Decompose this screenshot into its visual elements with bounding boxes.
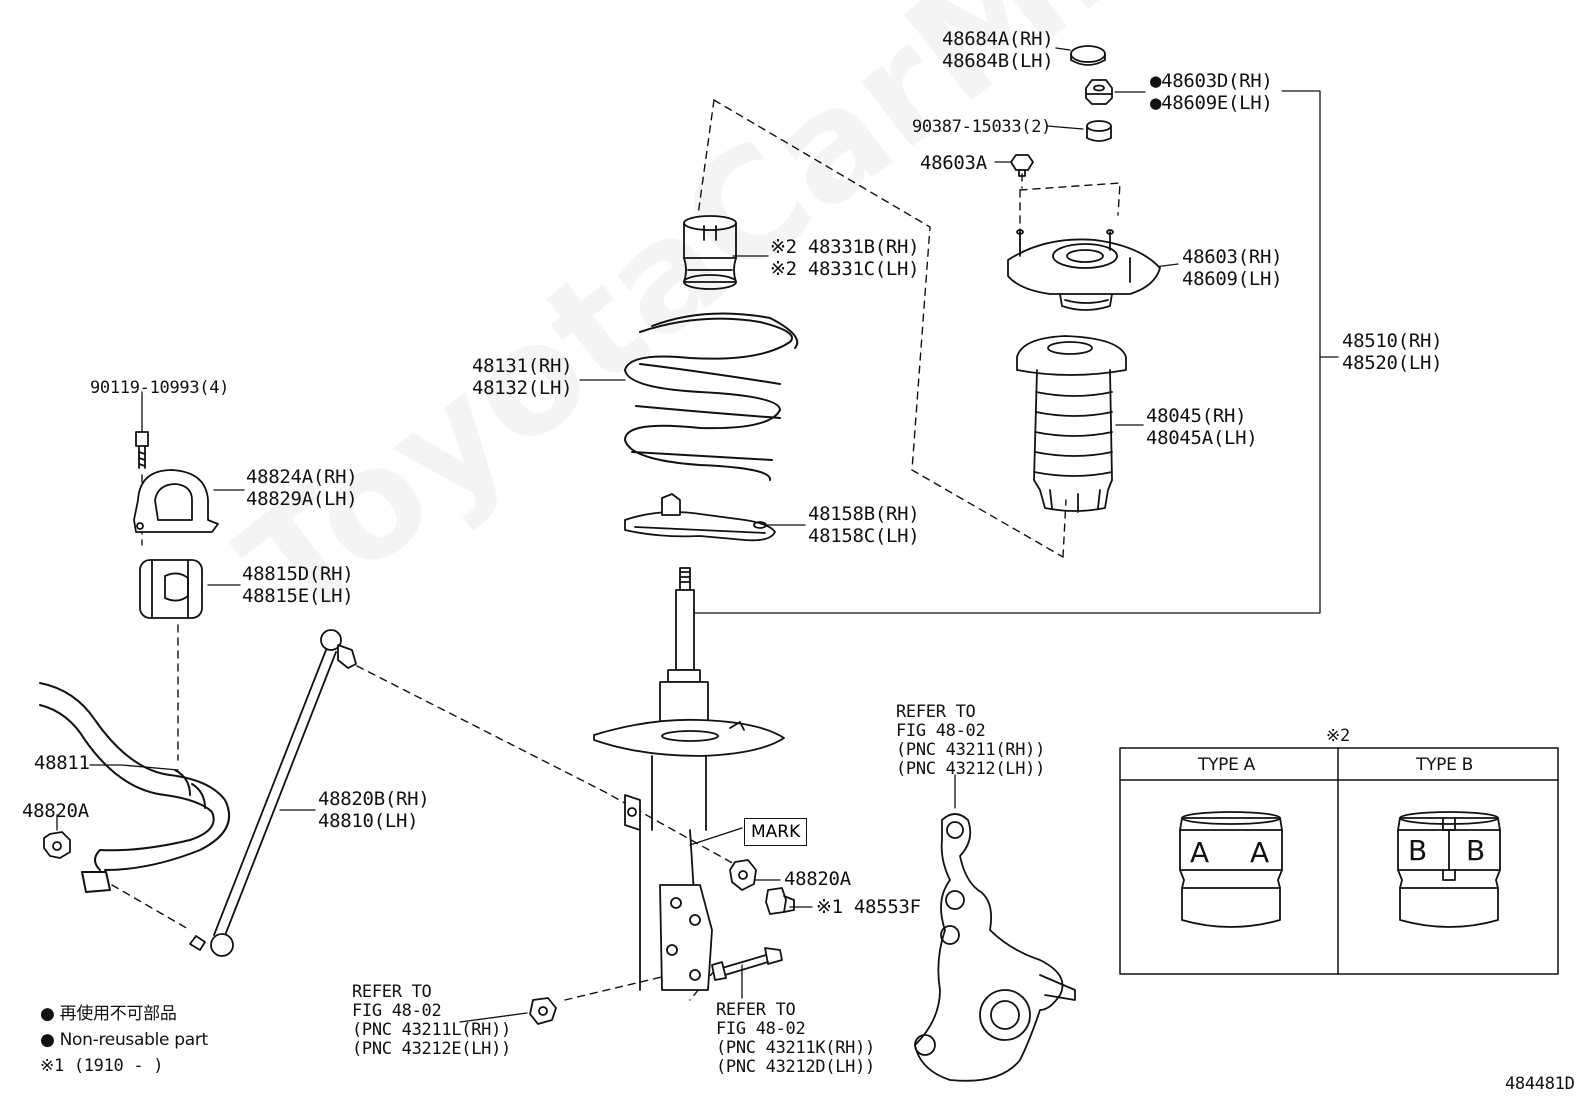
label-bushing-rh: 48815D(RH) bbox=[242, 563, 354, 585]
label-bumper-rh: ※2 48331B(RH) bbox=[770, 236, 920, 258]
dust-boot bbox=[1016, 335, 1127, 513]
type-a-header: TYPE A bbox=[1198, 755, 1255, 775]
label-refB-3: (PNC 43211K(RH)) bbox=[716, 1038, 875, 1058]
label-link-rh: 48820B(RH) bbox=[318, 788, 430, 810]
type-table-note: ※2 bbox=[1326, 726, 1350, 746]
label-spring-rh: 48131(RH) bbox=[472, 355, 573, 377]
label-spring-lh: 48132(LH) bbox=[472, 377, 573, 399]
label-refB-4: (PNC 43212D(LH)) bbox=[716, 1057, 875, 1077]
leader-strut-assembly bbox=[689, 90, 1321, 614]
leader-stabilizer bbox=[89, 764, 179, 771]
label-nut-mid: 48820A bbox=[784, 868, 851, 890]
label-insulator-lh: 48158C(LH) bbox=[808, 525, 920, 547]
type-b-letter-right: B bbox=[1466, 834, 1485, 867]
type-b-header: TYPE B bbox=[1416, 755, 1474, 775]
label-bushing-lh: 48815E(LH) bbox=[242, 585, 354, 607]
label-bolt-top: 90119-10993(4) bbox=[90, 378, 230, 398]
label-strut-assy-lh: 48520(LH) bbox=[1342, 352, 1443, 374]
type-a-bumper bbox=[1179, 811, 1283, 928]
leader-cap bbox=[1055, 47, 1071, 51]
type-b-bumper bbox=[1397, 811, 1501, 928]
dash-mount-top bbox=[1019, 182, 1121, 216]
upper-mount bbox=[1007, 229, 1161, 311]
label-boot-lh: 48045A(LH) bbox=[1146, 427, 1258, 449]
label-strut-assy-rh: 48510(RH) bbox=[1342, 330, 1443, 352]
label-nut-small: 48603A bbox=[920, 152, 987, 174]
label-bumper-lh: ※2 48331C(LH) bbox=[770, 258, 920, 280]
stabilizer-bracket bbox=[133, 469, 219, 533]
shock-absorber bbox=[593, 567, 785, 991]
steering-knuckle bbox=[914, 813, 1076, 1082]
coil-spring bbox=[624, 312, 799, 481]
dash-nut-bottom bbox=[564, 974, 671, 1001]
middle-bolt bbox=[765, 887, 795, 915]
label-insulator-rh: 48158B(RH) bbox=[808, 503, 920, 525]
label-cap-rh: 48684A(RH) bbox=[942, 28, 1054, 50]
label-spacer: 90387-15033(2) bbox=[912, 117, 1052, 137]
stabilizer-link bbox=[189, 629, 357, 957]
label-mount-rh: 48603(RH) bbox=[1182, 246, 1283, 268]
leader-mark bbox=[689, 827, 743, 846]
label-knuckle-ref-1: REFER TO bbox=[896, 702, 976, 722]
dash-link-lower bbox=[111, 884, 191, 931]
lower-bolt bbox=[711, 947, 783, 981]
lower-nut bbox=[529, 997, 557, 1025]
label-refB-1: REFER TO bbox=[716, 1000, 796, 1020]
label-refB-2: FIG 48-02 bbox=[716, 1019, 806, 1039]
leader-refA bbox=[459, 1012, 528, 1023]
dashed-guide-lines bbox=[111, 99, 1121, 1001]
legend-note-1: ※1 (1910 - ) bbox=[40, 1056, 164, 1076]
upper-nut bbox=[1085, 79, 1113, 105]
label-knuckle-ref-2: FIG 48-02 bbox=[896, 721, 986, 741]
label-nut-rh: ●48603D(RH) bbox=[1150, 70, 1273, 92]
label-nut-left: 48820A bbox=[22, 800, 89, 822]
upper-cap bbox=[1070, 45, 1106, 66]
small-nut bbox=[1010, 154, 1034, 177]
label-knuckle-ref-3: (PNC 43211(RH)) bbox=[896, 740, 1046, 760]
dash-link-upper bbox=[356, 665, 746, 871]
label-mount-lh: 48609(LH) bbox=[1182, 268, 1283, 290]
stabilizer-bar bbox=[39, 682, 230, 893]
spacer-ring bbox=[1086, 120, 1112, 142]
label-boot-rh: 48045(RH) bbox=[1146, 405, 1247, 427]
type-a-letter-left: A bbox=[1190, 836, 1209, 869]
label-refA-3: (PNC 43211L(RH)) bbox=[352, 1020, 511, 1040]
label-knuckle-ref-4: (PNC 43212(LH)) bbox=[896, 759, 1046, 779]
label-stabilizer-bar: 48811 bbox=[34, 752, 90, 774]
drawing-id: 484481D bbox=[1505, 1074, 1575, 1094]
legend-non-reusable-en: ● Non-reusable part bbox=[40, 1030, 208, 1050]
legend-non-reusable-jp: ● 再使用不可部品 bbox=[40, 1004, 177, 1024]
dash-spring-frame bbox=[713, 99, 1064, 558]
label-bracket-rh: 48824A(RH) bbox=[246, 466, 358, 488]
label-bracket-lh: 48829A(LH) bbox=[246, 488, 358, 510]
spring-insulator bbox=[624, 493, 776, 542]
label-cap-lh: 48684B(LH) bbox=[942, 50, 1054, 72]
type-a-letter-right: A bbox=[1250, 836, 1269, 869]
upper-bolt bbox=[135, 431, 149, 469]
label-link-lh: 48810(LH) bbox=[318, 810, 419, 832]
type-b-letter-left: B bbox=[1408, 834, 1427, 867]
bump-stopper bbox=[683, 215, 737, 290]
dash-boot-bottom bbox=[1062, 499, 1067, 558]
left-nut bbox=[43, 831, 71, 859]
middle-nut bbox=[729, 859, 757, 891]
label-refA-4: (PNC 43212E(LH)) bbox=[352, 1039, 511, 1059]
label-bolt-mid: ※1 48553F bbox=[816, 896, 921, 918]
label-refA-1: REFER TO bbox=[352, 982, 432, 1002]
stabilizer-bushing bbox=[139, 559, 203, 619]
label-refA-2: FIG 48-02 bbox=[352, 1001, 442, 1021]
mark-callout: MARK bbox=[744, 818, 808, 846]
leader-spacer bbox=[1046, 125, 1084, 130]
label-nut-lh: ●48609E(LH) bbox=[1150, 92, 1273, 114]
dash-bumper-top bbox=[697, 99, 715, 216]
